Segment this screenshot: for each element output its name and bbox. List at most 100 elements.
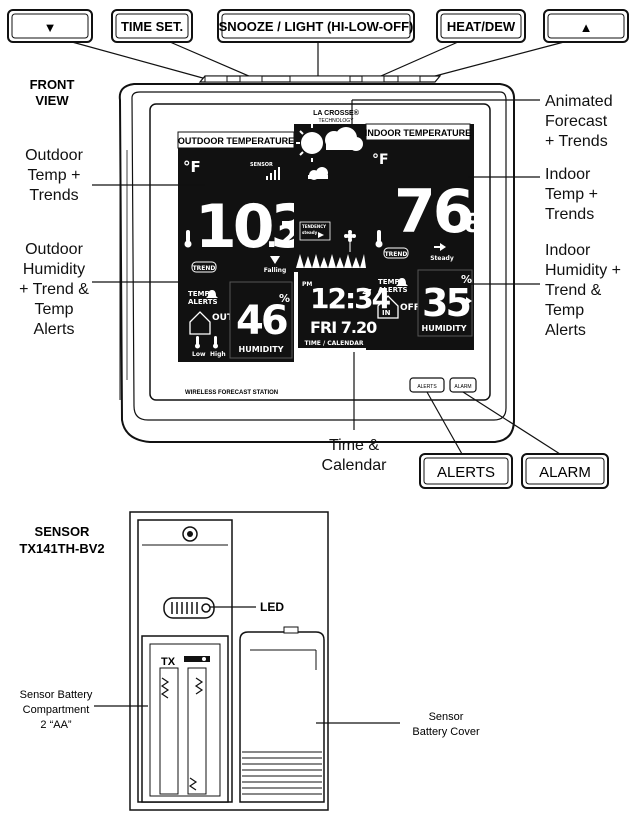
outdoor-in-out: OUT: [212, 313, 234, 323]
brand-subtitle: TECHNOLOGY: [318, 118, 354, 124]
indoor-unit: °F: [372, 152, 389, 168]
outdoor-temp-alerts-1: TEMP: [188, 290, 210, 298]
callout-outdoor-humidity: Outdoor Humidity + Trend & Temp Alerts: [19, 241, 89, 338]
svg-text:Temp: Temp: [34, 301, 73, 318]
svg-text:+ Trends: + Trends: [545, 133, 608, 150]
down-arrow-icon: ▼: [44, 20, 57, 35]
indoor-trend-word: Steady: [430, 255, 454, 262]
steady-arrow-icon: [440, 243, 446, 251]
alarm-small-label: ALARM: [454, 384, 471, 390]
svg-text:Outdoor: Outdoor: [25, 147, 83, 164]
time-value: 12:34: [310, 282, 391, 315]
signal-icon: [266, 167, 280, 180]
indoor-temperature-panel: INDOOR TEMPERATURE °F 76 .8 TREND Steady: [365, 123, 482, 272]
callout-sensor-compartment: Sensor Battery Compartment 2 “AA”: [20, 689, 93, 731]
svg-text:Trends: Trends: [545, 206, 594, 223]
thermometer-icon: [184, 230, 192, 248]
svg-text:Forecast: Forecast: [545, 113, 608, 130]
sensor-illustration: [129, 511, 329, 811]
alerts-small-label: ALERTS: [417, 384, 437, 390]
grass-graphic: [296, 254, 366, 268]
falling-arrow-icon: [270, 256, 280, 264]
svg-text:Sensor: Sensor: [429, 711, 464, 723]
indoor-temp-alerts-2: ALERTS: [378, 286, 408, 294]
callout-indoor-temp: Indoor Temp + Trends: [545, 166, 598, 223]
battery-slot-left: [159, 667, 207, 795]
svg-text:Outdoor: Outdoor: [25, 241, 83, 258]
indoor-temp-decimal: .8: [454, 209, 482, 239]
svg-text:Temp +: Temp +: [545, 186, 598, 203]
svg-text:Calendar: Calendar: [322, 457, 388, 474]
alerts-label: ALERTS: [437, 464, 495, 481]
indoor-humidity-arrow-icon: [466, 297, 472, 305]
house-in-label: IN: [382, 309, 391, 317]
front-view-label-2: VIEW: [35, 93, 69, 108]
indoor-thermometer-icon: [375, 230, 383, 248]
outdoor-temp-header: OUTDOOR TEMPERATURE: [178, 136, 294, 146]
alarm-small-button[interactable]: ALARM: [449, 377, 477, 393]
svg-text:Indoor: Indoor: [545, 242, 591, 259]
outdoor-temp-value: 103: [195, 192, 308, 262]
indoor-temp-alerts-1: TEMP: [378, 278, 400, 286]
alerts-button[interactable]: ALERTS: [419, 453, 513, 489]
outdoor-temperature-panel: OUTDOOR TEMPERATURE °F SENSOR 103 .2 TRE…: [177, 131, 312, 278]
svg-text:Battery Cover: Battery Cover: [412, 726, 480, 738]
outdoor-temp-decimal: .2: [266, 220, 298, 255]
snooze-light-label: SNOOZE / LIGHT (HI-LOW-OFF): [219, 19, 414, 34]
svg-text:Alerts: Alerts: [34, 321, 75, 338]
alarm-button[interactable]: ALARM: [521, 453, 609, 489]
led-label: LED: [260, 600, 284, 614]
high-thermometer-icon: [213, 336, 218, 349]
indoor-humidity-label: HUMIDITY: [422, 324, 467, 333]
alerts-small-button[interactable]: ALERTS: [409, 377, 445, 393]
seconds-value: 27: [362, 288, 372, 296]
outdoor-temp-alerts-2: ALERTS: [188, 298, 218, 306]
indoor-trend-badge: TREND: [385, 251, 408, 258]
alarm-label: ALARM: [539, 464, 591, 481]
low-thermometer-icon: [195, 336, 200, 349]
indoor-bell-icon: [396, 278, 408, 286]
callout-leaders: [92, 99, 561, 455]
svg-text:Humidity +: Humidity +: [545, 262, 621, 279]
indoor-temp-header: INDOOR TEMPERATURE: [365, 128, 471, 138]
outdoor-percent: %: [279, 292, 290, 305]
house-icon: [189, 311, 211, 335]
sun-icon: [296, 124, 323, 162]
top-button-leaders: [71, 41, 565, 82]
flower-icon: [344, 230, 356, 252]
callout-animated-forecast: Animated Forecast + Trends: [545, 93, 613, 150]
svg-text:Sensor Battery: Sensor Battery: [20, 689, 93, 701]
bell-icon: [206, 290, 218, 298]
sensor-model: TX141TH-BV2: [19, 541, 104, 556]
down-button[interactable]: ▼: [7, 9, 93, 43]
indoor-humidity-panel: TEMP ALERTS IN OFF 35 % HUMIDITY: [366, 269, 474, 350]
svg-text:Alerts: Alerts: [545, 322, 586, 339]
outdoor-humidity-panel: TEMP ALERTS OUT Low High 46 % HUMIDITY: [178, 278, 294, 362]
svg-text:Trends: Trends: [29, 187, 78, 204]
sensor-label: SENSOR: [250, 162, 273, 168]
sensor-title: SENSOR: [35, 524, 91, 539]
tx-label: TX: [161, 656, 176, 668]
time-set-button[interactable]: TIME SET.: [111, 9, 193, 43]
svg-text:Compartment: Compartment: [23, 704, 90, 716]
led-icon: [201, 603, 211, 613]
indoor-house-icon: [377, 295, 399, 319]
pm-indicator: PM: [302, 281, 312, 288]
callout-outdoor-temp: Outdoor Temp + Trends: [25, 147, 83, 204]
indoor-in-out: OFF: [400, 303, 420, 313]
tendency-label: TENDENCY: [302, 224, 326, 229]
up-button[interactable]: ▲: [543, 9, 629, 43]
svg-text:Indoor: Indoor: [545, 166, 591, 183]
svg-text:Temp +: Temp +: [28, 167, 81, 184]
date-value: FRI 7.20: [310, 318, 377, 337]
svg-text:Humidity: Humidity: [23, 261, 85, 278]
snooze-light-button[interactable]: SNOOZE / LIGHT (HI-LOW-OFF): [217, 9, 415, 43]
outdoor-trend-badge: TREND: [193, 265, 216, 272]
indoor-percent: %: [461, 273, 472, 286]
front-view-label: FRONT: [30, 77, 75, 92]
heat-dew-button[interactable]: HEAT/DEW: [436, 9, 526, 43]
time-calendar-label: TIME / CALENDAR: [305, 340, 364, 347]
outdoor-unit: °F: [183, 158, 201, 176]
svg-text:+ Trend &: + Trend &: [19, 281, 89, 298]
svg-text:Animated: Animated: [545, 93, 613, 110]
